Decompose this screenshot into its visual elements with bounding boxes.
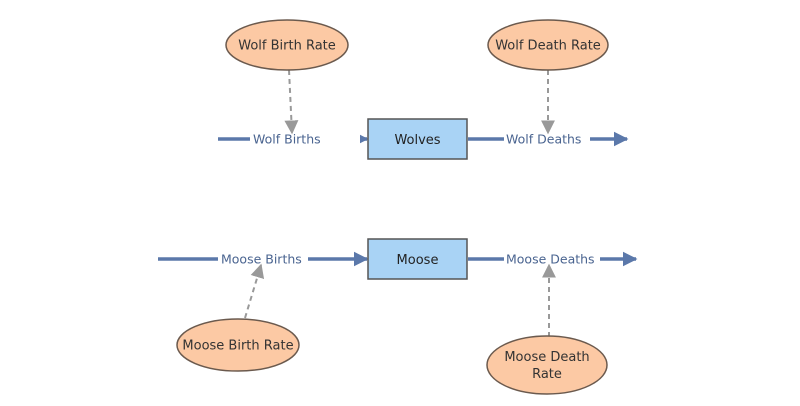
wolf-death-rate-variable[interactable] [487,19,609,71]
wolf-birth-rate-label: Wolf Birth Rate [238,39,336,54]
moose-births-label: Moose Births [221,252,302,267]
wolves-stock[interactable] [367,118,468,160]
moose-stock-label: Moose [397,253,439,268]
moose-deaths-label-bg [504,250,600,268]
moose-deaths-label: Moose Deaths [506,252,595,267]
moose-death-rate-label-line1: Moose Death [504,350,589,365]
moose-death-rate-variable[interactable] [486,335,608,395]
wolf-death-rate-label: Wolf Death Rate [495,39,601,54]
wolf-births-label: Wolf Births [253,132,321,147]
wolf-births-label-bg [250,130,360,148]
wolf-deaths-label: Wolf Deaths [506,132,581,147]
wolves-stock-label: Wolves [394,133,440,148]
moose-birth-rate-variable[interactable] [176,318,300,372]
moose-births-label-bg [218,250,308,268]
wolf-birth-rate-variable[interactable] [225,19,349,71]
wolf-deaths-label-bg [504,130,590,148]
wolf-birth-rate-link[interactable] [284,69,299,135]
moose-birth-rate-link[interactable] [244,263,265,319]
moose-death-rate-label-line2: Rate [532,367,562,382]
moose-birth-rate-label: Moose Birth Rate [182,339,293,354]
moose-stock[interactable] [367,238,468,280]
